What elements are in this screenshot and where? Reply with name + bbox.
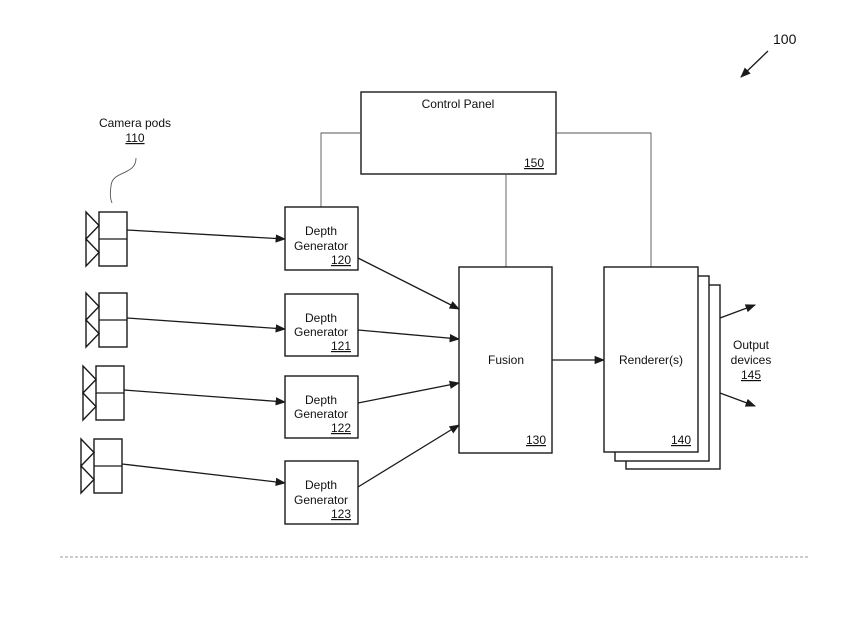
depth-to-fusion-arrow	[357, 380, 461, 404]
output-ref: 145	[741, 368, 761, 382]
camera-pods-label: Camera pods	[99, 116, 171, 130]
depth-generator-122: Depth Generator 122	[284, 375, 359, 439]
camera-to-depth-arrow	[126, 229, 287, 243]
camera-pods-leader	[109, 157, 137, 204]
svg-text:Depth: Depth	[305, 224, 337, 238]
fusion-ref: 130	[526, 433, 546, 447]
svg-text:Depth: Depth	[305, 311, 337, 325]
control-panel-ref: 150	[524, 156, 544, 170]
camera-pod	[85, 291, 128, 349]
depth-to-fusion-arrow	[357, 424, 460, 488]
renderer-label: Renderer(s)	[619, 353, 683, 367]
svg-text:Generator: Generator	[294, 325, 348, 339]
output-arrow	[719, 304, 756, 319]
camera-pod	[82, 364, 125, 422]
depth-generator-120: Depth Generator 120	[284, 206, 359, 271]
output-label-line2: devices	[731, 353, 772, 367]
figure-number-arrow	[740, 50, 769, 78]
control-panel-label: Control Panel	[422, 97, 495, 111]
svg-text:Generator: Generator	[294, 493, 348, 507]
camera-to-depth-arrow	[121, 463, 287, 487]
camera-to-depth-arrow	[123, 389, 287, 406]
camera-to-depth-arrow	[126, 317, 287, 333]
fusion-label: Fusion	[488, 353, 524, 367]
camera-pod	[85, 210, 128, 268]
svg-text:122: 122	[331, 421, 351, 435]
renderer-ref: 140	[671, 433, 691, 447]
output-arrow	[719, 392, 756, 407]
svg-text:Generator: Generator	[294, 407, 348, 421]
control-to-renderer-line	[556, 132, 652, 267]
control-to-depth-line	[320, 132, 361, 207]
depth-to-fusion-arrow	[357, 329, 461, 343]
depth-to-fusion-arrow	[357, 257, 460, 310]
svg-text:Depth: Depth	[305, 393, 337, 407]
fusion-box: Fusion 130	[458, 266, 553, 454]
renderer-stack: Renderer(s) 140	[603, 266, 721, 470]
camera-pod	[80, 437, 123, 495]
svg-text:Generator: Generator	[294, 239, 348, 253]
depth-generator-123: Depth Generator 123	[284, 460, 359, 525]
svg-text:Depth: Depth	[305, 478, 337, 492]
depth-generator-121: Depth Generator 121	[284, 293, 359, 357]
control-panel-box	[360, 91, 557, 175]
svg-text:123: 123	[331, 507, 351, 521]
svg-text:121: 121	[331, 339, 351, 353]
svg-text:120: 120	[331, 253, 351, 267]
camera-pods-ref: 110	[125, 131, 144, 145]
figure-number: 100	[773, 31, 797, 47]
output-label-line1: Output	[733, 338, 770, 352]
